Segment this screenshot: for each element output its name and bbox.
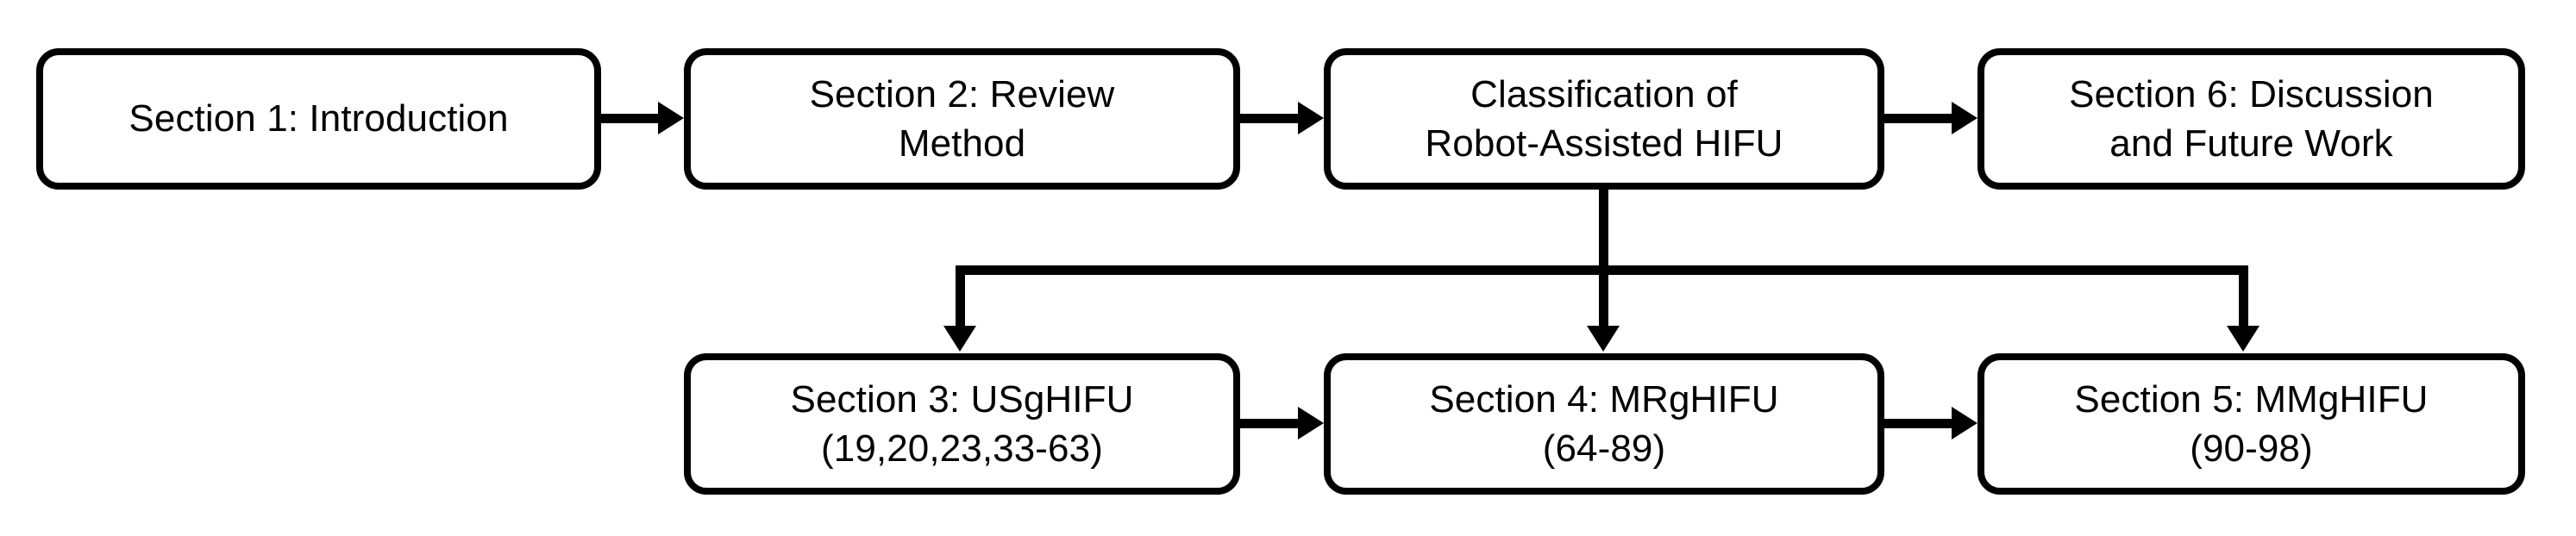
arrowhead-right-icon [1952,102,1977,134]
node-section-2[interactable]: Section 2: Review Method [684,48,1240,190]
arrowhead-down-icon [2227,326,2259,352]
node-section-5[interactable]: Section 5: MMgHIFU (90-98) [1977,353,2525,495]
branch-drop-middle [1599,265,1608,327]
arrowhead-down-icon [1587,326,1620,352]
branch-trunk-line [1599,190,1608,275]
arrowhead-right-icon [1298,102,1324,134]
branch-drop-right [2239,265,2248,327]
edge-line [601,114,660,123]
arrowhead-right-icon [1952,407,1977,439]
edge-line [1884,419,1953,428]
edge-line [1240,114,1300,123]
node-section-1[interactable]: Section 1: Introduction [36,48,601,190]
arrowhead-down-icon [943,326,976,352]
edge-line [1884,114,1953,123]
arrowhead-right-icon [658,102,684,134]
node-section-3[interactable]: Section 3: USgHIFU (19,20,23,33-63) [684,353,1240,495]
node-section-4[interactable]: Section 4: MRgHIFU (64-89) [1324,353,1884,495]
node-section-6[interactable]: Section 6: Discussion and Future Work [1977,48,2525,190]
edge-line [1240,419,1300,428]
arrowhead-right-icon [1298,407,1324,439]
branch-drop-left [956,265,965,327]
node-classification[interactable]: Classification of Robot-Assisted HIFU [1324,48,1884,190]
